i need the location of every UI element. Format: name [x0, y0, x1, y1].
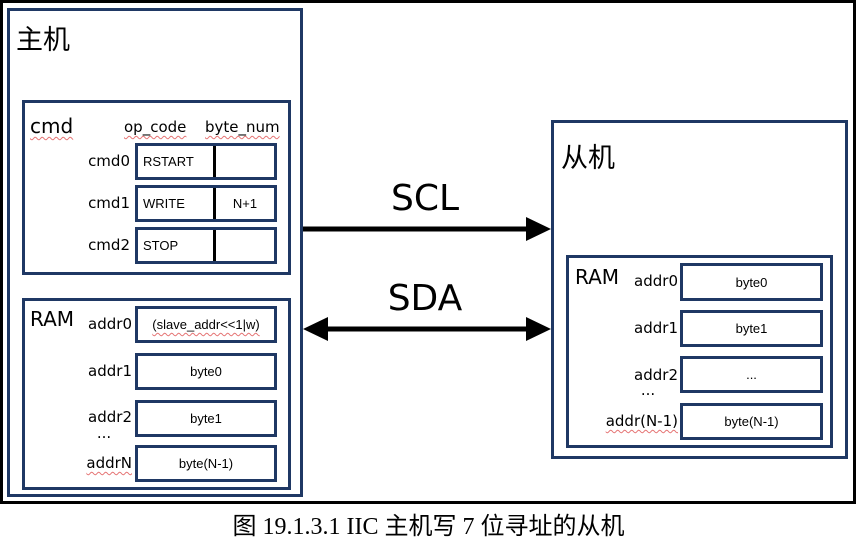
host-ram-addr-label: addrN — [86, 454, 132, 472]
host-ram-value: byte(N-1) — [178, 456, 234, 471]
scl-arrowhead-right — [526, 217, 551, 241]
cmd-header-op-code: op_code — [124, 118, 187, 136]
cmd-title: cmd — [30, 114, 74, 138]
cmd-op-code: WRITE — [138, 188, 216, 219]
scl-label: SCL — [390, 178, 460, 219]
slave-ram-cell: byte0 — [680, 263, 823, 301]
slave-ram-addr-label: addr2 — [634, 366, 678, 384]
host-ram-value: (slave_addr<<1|w) — [152, 317, 260, 332]
slave-ram-cell: byte(N-1) — [680, 403, 823, 440]
sda-arrowhead-left — [303, 317, 328, 341]
host-ram-cell: byte(N-1) — [135, 445, 277, 482]
cmd-row-label: cmd1 — [88, 194, 130, 212]
host-ram-title: RAM — [30, 307, 75, 331]
cmd-row: STOP — [135, 227, 277, 264]
host-ram-value: byte0 — [190, 364, 222, 379]
cmd-header-byte-num: byte_num — [205, 118, 280, 136]
slave-ram-value: byte0 — [735, 274, 768, 290]
slave-ram-addr-label: addr1 — [634, 319, 678, 337]
slave-ram-cell: byte1 — [680, 310, 823, 347]
host-ram-cell: (slave_addr<<1|w) — [135, 306, 277, 343]
slave-ram-value: byte1 — [735, 321, 768, 336]
slave-ram-value: ... — [746, 367, 757, 382]
host-ram-cell: byte0 — [135, 353, 277, 390]
cmd-row-label: cmd2 — [88, 236, 130, 254]
host-ram-value: byte1 — [190, 411, 222, 426]
cmd-op-code: STOP — [138, 230, 216, 261]
cmd-row: RSTART — [135, 143, 277, 180]
host-ram-ellipsis: ... — [96, 424, 112, 442]
host-ram-addr-label: addr2 — [88, 408, 132, 426]
cmd-op-code: RSTART — [138, 146, 216, 177]
figure-caption: 图 19.1.3.1 IIC 主机写 7 位寻址的从机 — [232, 514, 625, 540]
slave-ram-value: byte(N-1) — [724, 414, 779, 429]
figure-frame — [0, 0, 856, 504]
sda-arrowhead-right — [526, 317, 551, 341]
sda-arrow — [303, 317, 551, 341]
cmd-byte-num: N+1 — [232, 196, 258, 211]
slave-ram-cell: ... — [680, 356, 823, 393]
slave-title: 从机 — [561, 143, 615, 174]
host-title: 主机 — [16, 25, 70, 56]
slave-ram-title: RAM — [575, 265, 620, 289]
host-ram-addr-label: addr0 — [88, 315, 132, 333]
host-ram-addr-label: addr1 — [88, 362, 132, 380]
scl-arrow — [303, 217, 551, 241]
cmd-row: WRITE N+1 — [135, 185, 277, 222]
cmd-row-label: cmd0 — [88, 152, 130, 170]
sda-label: SDA — [387, 278, 463, 319]
slave-ram-addr-label-text: addr(N-1) — [605, 412, 678, 430]
host-ram-cell: byte1 — [135, 400, 277, 437]
slave-ram-ellipsis: ... — [640, 381, 656, 399]
slave-ram-addr-label: addr(N-1) — [590, 412, 678, 430]
slave-ram-addr-label: addr0 — [634, 272, 678, 290]
